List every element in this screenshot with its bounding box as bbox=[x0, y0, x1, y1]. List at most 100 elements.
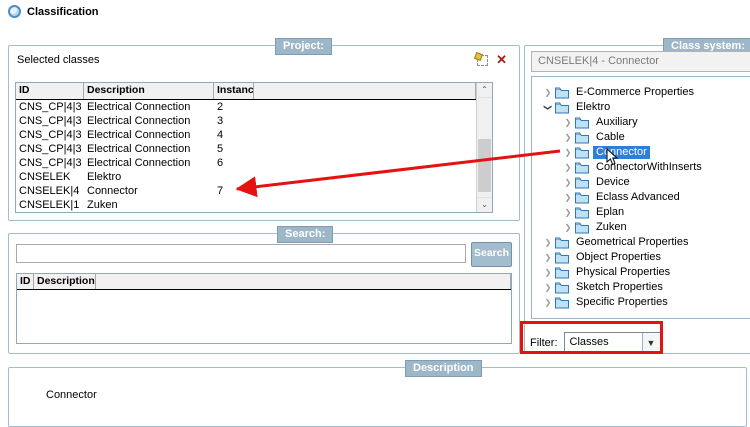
search-column-id[interactable]: ID bbox=[17, 274, 34, 289]
tree-item[interactable]: ❯ Physical Properties bbox=[532, 265, 750, 280]
tree-item-label[interactable]: Auxiliary bbox=[596, 116, 638, 128]
tree-item[interactable]: ❯ Object Properties bbox=[532, 250, 750, 265]
scroll-up-icon[interactable]: ⌃ bbox=[477, 83, 492, 98]
tree-item-label[interactable]: Connector bbox=[593, 146, 650, 159]
chevron-collapsed-icon[interactable]: ❯ bbox=[564, 193, 572, 202]
table-cell bbox=[254, 156, 476, 170]
project-badge: Project: bbox=[275, 38, 332, 55]
folder-icon bbox=[575, 117, 589, 129]
vertical-scrollbar[interactable]: ⌃ ⌄ bbox=[476, 83, 492, 212]
tree-item-label[interactable]: Cable bbox=[596, 131, 625, 143]
tree-item-label[interactable]: Elektro bbox=[576, 101, 611, 113]
column-header-instance[interactable]: Instance bbox=[214, 83, 254, 99]
table-cell bbox=[254, 198, 476, 212]
tree-item-label[interactable]: ConnectorWithInserts bbox=[596, 161, 702, 173]
chevron-collapsed-icon[interactable]: ❯ bbox=[564, 208, 572, 217]
tree-item[interactable]: ❯ ConnectorWithInserts bbox=[532, 160, 750, 175]
tree-item-label[interactable]: Sketch Properties bbox=[576, 281, 663, 293]
tree-item[interactable]: ❯ Device bbox=[532, 175, 750, 190]
window-titlebar: Classification bbox=[8, 5, 99, 18]
column-header-id[interactable]: ID bbox=[16, 83, 84, 99]
chevron-collapsed-icon[interactable]: ❯ bbox=[564, 178, 572, 187]
description-group: Description Connector bbox=[8, 360, 747, 427]
table-cell: Electrical Connection bbox=[87, 129, 191, 141]
chevron-collapsed-icon[interactable]: ❯ bbox=[564, 118, 572, 127]
folder-icon bbox=[575, 222, 589, 234]
tree-item[interactable]: ❯ Eclass Advanced bbox=[532, 190, 750, 205]
table-cell: 3 bbox=[217, 115, 224, 127]
tree-item-label[interactable]: Physical Properties bbox=[576, 266, 671, 278]
table-cell: Electrical Connection bbox=[87, 157, 191, 169]
tree-item[interactable]: ❯ Zuken bbox=[532, 220, 750, 235]
table-cell: CNSELEK|4 bbox=[19, 185, 80, 197]
search-button[interactable]: Search bbox=[471, 242, 512, 267]
scrollbar-thumb[interactable] bbox=[478, 139, 491, 192]
search-column-description[interactable]: Description bbox=[34, 274, 96, 289]
scroll-down-icon[interactable]: ⌄ bbox=[477, 197, 492, 212]
table-row[interactable]: CNS_CP|4|3 Electrical Connection 5 bbox=[16, 142, 476, 156]
folder-icon bbox=[555, 237, 569, 249]
chevron-collapsed-icon[interactable]: ❯ bbox=[544, 253, 552, 262]
project-group: Project: Selected classes ✕ ID Descripti… bbox=[8, 38, 520, 221]
chevron-collapsed-icon[interactable]: ❯ bbox=[544, 238, 552, 247]
table-cell: Electrical Connection bbox=[87, 115, 191, 127]
chevron-down-icon[interactable]: ▼ bbox=[641, 333, 660, 352]
filter-value: Classes bbox=[569, 336, 609, 348]
filter-dropdown[interactable]: Classes ▼ bbox=[563, 332, 661, 353]
tree-item-label[interactable]: E-Commerce Properties bbox=[576, 86, 694, 98]
chevron-collapsed-icon[interactable]: ❯ bbox=[544, 268, 552, 277]
tree-item[interactable]: ❯ E-Commerce Properties bbox=[532, 85, 750, 100]
window-title: Classification bbox=[27, 5, 99, 18]
table-cell: CNS_CP|4|3 bbox=[19, 143, 82, 155]
table-header: ID Description Instance bbox=[16, 83, 476, 100]
table-cell bbox=[254, 170, 476, 184]
chevron-collapsed-icon[interactable]: ❯ bbox=[544, 298, 552, 307]
chevron-collapsed-icon[interactable]: ❯ bbox=[544, 283, 552, 292]
table-cell bbox=[254, 128, 476, 142]
folder-icon bbox=[575, 207, 589, 219]
chevron-collapsed-icon[interactable]: ❯ bbox=[564, 133, 572, 142]
selected-classes-table: ID Description Instance CNS_CP|4|3Electr… bbox=[15, 82, 493, 213]
chevron-collapsed-icon[interactable]: ❯ bbox=[564, 223, 572, 232]
table-cell: 5 bbox=[217, 143, 224, 155]
chevron-collapsed-icon[interactable]: ❯ bbox=[564, 163, 572, 172]
tree-item[interactable]: ❯ Eplan bbox=[532, 205, 750, 220]
tree-item[interactable]: ❯ Geometrical Properties bbox=[532, 235, 750, 250]
column-header-filler bbox=[254, 83, 476, 99]
tree-item-label[interactable]: Geometrical Properties bbox=[576, 236, 689, 248]
tree-item[interactable]: ❯ Elektro bbox=[532, 100, 750, 115]
tree-item-label[interactable]: Eplan bbox=[596, 206, 625, 218]
description-text: Connector bbox=[46, 389, 97, 401]
tree-item[interactable]: ❯ Auxiliary bbox=[532, 115, 750, 130]
table-cell: Electrical Connection bbox=[87, 143, 191, 155]
table-cell: Elektro bbox=[87, 171, 122, 183]
column-header-description[interactable]: Description bbox=[84, 83, 214, 99]
tree-item-label[interactable]: Object Properties bbox=[576, 251, 661, 263]
tree-item[interactable]: ❯ Sketch Properties bbox=[532, 280, 750, 295]
tree-item-label[interactable]: Device bbox=[596, 176, 630, 188]
table-cell: Electrical Connection bbox=[87, 101, 191, 113]
chevron-expanded-icon[interactable]: ❯ bbox=[543, 104, 553, 111]
tree-item-label[interactable]: Zuken bbox=[596, 221, 627, 233]
new-class-icon[interactable] bbox=[477, 54, 489, 66]
tree-item-label[interactable]: Eclass Advanced bbox=[596, 191, 680, 203]
folder-icon bbox=[555, 252, 569, 264]
tree-item[interactable]: ❯ Cable bbox=[532, 130, 750, 145]
chevron-collapsed-icon[interactable]: ❯ bbox=[544, 88, 552, 97]
table-cell bbox=[214, 170, 254, 184]
remove-class-icon[interactable]: ✕ bbox=[496, 52, 507, 67]
chevron-collapsed-icon[interactable]: ❯ bbox=[564, 148, 572, 157]
table-cell bbox=[254, 184, 476, 198]
tree-item[interactable]: ❯ Specific Properties bbox=[532, 295, 750, 310]
tree-item-label[interactable]: Specific Properties bbox=[576, 296, 668, 308]
tree-item[interactable]: ❯ Connector bbox=[532, 145, 750, 160]
search-input[interactable] bbox=[16, 244, 466, 263]
